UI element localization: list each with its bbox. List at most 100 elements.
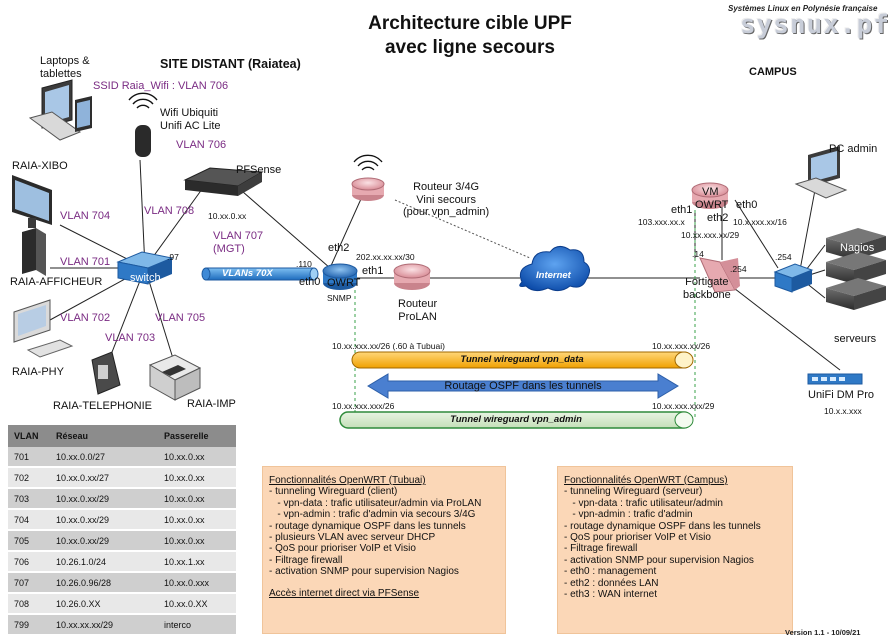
campus-line: - tunneling Wireguard (serveur) bbox=[564, 486, 703, 498]
tubuai-heading: Fonctionnalités OpenWRT (Tubuai) bbox=[269, 475, 426, 486]
vpn-admin-right-ip: 10.xx.xxx.xxx/29 bbox=[652, 401, 715, 411]
phy-workstation-icon bbox=[13, 299, 74, 358]
campus-features-box: Fonctionnalités OpenWRT (Campus) - tunne… bbox=[557, 466, 793, 634]
campus-line: - routage dynamique OSPF dans les tunnel… bbox=[564, 520, 761, 532]
campus-line: - Filtrage firewall bbox=[564, 543, 638, 555]
internet-label: Internet bbox=[536, 270, 571, 281]
title-line-1: Architecture cible UPF bbox=[368, 13, 572, 34]
vlan-705-label: VLAN 705 bbox=[155, 312, 206, 324]
vlan-706-label: VLAN 706 bbox=[176, 139, 227, 151]
unifi-dm-label: UniFi DM Pro bbox=[808, 389, 875, 401]
campus-eth1-label: eth1 bbox=[671, 204, 693, 216]
link-fortigate-unifi bbox=[729, 284, 841, 371]
link-pfsense-owrt bbox=[234, 184, 331, 269]
servers-icon bbox=[826, 228, 886, 310]
link-vm-eth0 bbox=[734, 199, 779, 269]
ip-phone-icon bbox=[91, 351, 121, 395]
campus-switch-icon bbox=[773, 263, 814, 293]
link-lan-pcadmin bbox=[799, 189, 816, 271]
vpn-admin-label: Tunnel wireguard vpn_admin bbox=[450, 414, 582, 425]
afficheur-tower-icon bbox=[22, 228, 46, 276]
pfsense-icon bbox=[183, 167, 264, 196]
trunk-pipe bbox=[201, 267, 319, 281]
vpn-data-left-ip: 10.xx.xxx.xx/26 (.60 à Tubuai) bbox=[332, 341, 445, 351]
vm-label: VM bbox=[702, 186, 719, 198]
vm-owrt-label: OWRT bbox=[695, 199, 729, 211]
tubuai-line: - routage dynamique OSPF dans les tunnel… bbox=[269, 520, 466, 532]
prolan-router-icon bbox=[393, 263, 431, 290]
router-prolan-label: Routeur ProLAN bbox=[398, 298, 438, 323]
brand-logo: sysnux.pf bbox=[740, 10, 889, 40]
diagram-title: Architecture cible UPF avec ligne secour… bbox=[300, 12, 640, 60]
tubuai-line: - Filtrage firewall bbox=[269, 554, 343, 566]
link-imp bbox=[144, 267, 176, 366]
unifi-ip-label: 10.x.x.xxx bbox=[824, 406, 862, 416]
ssid-label: SSID Raia_Wifi : VLAN 706 bbox=[93, 80, 229, 92]
tubuai-features-box: Fonctionnalités OpenWRT (Tubuai) - tunne… bbox=[262, 466, 506, 634]
router-4g-label: Routeur 3/4G Vini secours (pour vpn_admi… bbox=[403, 181, 490, 218]
pc-admin-label: PC admin bbox=[829, 143, 878, 155]
ospf-label: Routage OSPF dans les tunnels bbox=[444, 380, 602, 392]
campus-eth2-label: eth2 bbox=[707, 212, 729, 224]
raia-phy-label: RAIA-PHY bbox=[12, 366, 64, 378]
raia-afficheur-label: RAIA-AFFICHEUR bbox=[10, 276, 103, 288]
trunk-label: VLANs 70X bbox=[222, 268, 273, 279]
campus-eth0-label: eth0 bbox=[736, 199, 758, 211]
tubuai-line: - QoS pour prioriser VoIP et Visio bbox=[269, 543, 416, 555]
campus-line: - QoS pour prioriser VoIP et Visio bbox=[564, 532, 711, 544]
vlan-707-label: VLAN 707 (MGT) bbox=[213, 230, 264, 255]
pfsense-label: PFSense bbox=[236, 164, 282, 176]
vpn-data-label: Tunnel wireguard vpn_data bbox=[460, 354, 584, 365]
pfsense-ip-label: 10.xx.0.xx bbox=[208, 211, 247, 221]
vlan-702-label: VLAN 702 bbox=[60, 312, 111, 324]
tubuai-line: - activation SNMP pour supervision Nagio… bbox=[269, 566, 459, 578]
campus-line: - eth0 : management bbox=[564, 566, 657, 578]
internet-cloud-icon bbox=[519, 246, 590, 292]
campus-title: CAMPUS bbox=[749, 66, 797, 78]
switch-icon bbox=[116, 251, 174, 285]
pc-admin-icon bbox=[794, 146, 848, 199]
fortigate-label: Fortigate backbone bbox=[683, 276, 731, 301]
link-4g-internet bbox=[394, 199, 531, 259]
owrt-label: OWRT bbox=[327, 277, 361, 289]
vpn-data-right-ip: 10.xx.xxx.xx/26 bbox=[652, 341, 711, 351]
tubuai-footer: Accès internet direct via PFSense bbox=[269, 587, 420, 599]
campus-line: - activation SNMP pour supervision Nagio… bbox=[564, 554, 754, 566]
campus-line: - vpn-data : trafic utilisateur/admin bbox=[564, 497, 723, 509]
owrt-router-icon bbox=[322, 263, 358, 290]
link-wifi bbox=[139, 159, 146, 269]
raia-telephonie-label: RAIA-TELEPHONIE bbox=[53, 400, 153, 412]
header-vlan: VLAN bbox=[8, 425, 50, 447]
vlan-708-label: VLAN 708 bbox=[144, 205, 195, 217]
owrt-ip-30-label: 202.xx.xx.xx/30 bbox=[356, 252, 415, 262]
port-254a-label: .254 bbox=[730, 264, 747, 274]
campus-heading: Fonctionnalités OpenWRT (Campus) bbox=[564, 475, 728, 486]
tunnel-vpn-admin bbox=[339, 411, 694, 429]
brand-subtitle: Systèmes Linux en Polynésie française bbox=[728, 4, 878, 13]
campus-eth1-ip-label: 103.xxx.xx.x bbox=[638, 217, 685, 227]
tunnel-guides bbox=[354, 210, 696, 420]
tunnel-vpn-data bbox=[351, 351, 694, 369]
serveurs-label: serveurs bbox=[834, 333, 877, 345]
campus-eth2-ip-label: 10.xx.xxx.xx/29 bbox=[681, 230, 740, 240]
links bbox=[49, 159, 841, 371]
version-label: Version 1.1 - 10/09/21 bbox=[785, 628, 861, 637]
printer-icon bbox=[148, 354, 202, 401]
tubuai-line: - plusieurs VLAN avec serveur DHCP bbox=[269, 532, 436, 544]
raia-imp-label: RAIA-IMP bbox=[187, 398, 236, 410]
campus-eth0-ip-label: 10.x.xxx.xx/16 bbox=[733, 217, 787, 227]
site-distant-title: SITE DISTANT (Raiatea) bbox=[160, 57, 301, 71]
owrt-port-label: .110 bbox=[296, 259, 312, 269]
switch-label: switch bbox=[130, 272, 161, 284]
wifi-ap-icon bbox=[128, 92, 158, 157]
port-14-label: .14 bbox=[692, 249, 704, 259]
tubuai-line: - vpn-data : trafic utilisateur/admin vi… bbox=[269, 497, 482, 509]
owrt-eth2-label: eth2 bbox=[328, 242, 350, 254]
